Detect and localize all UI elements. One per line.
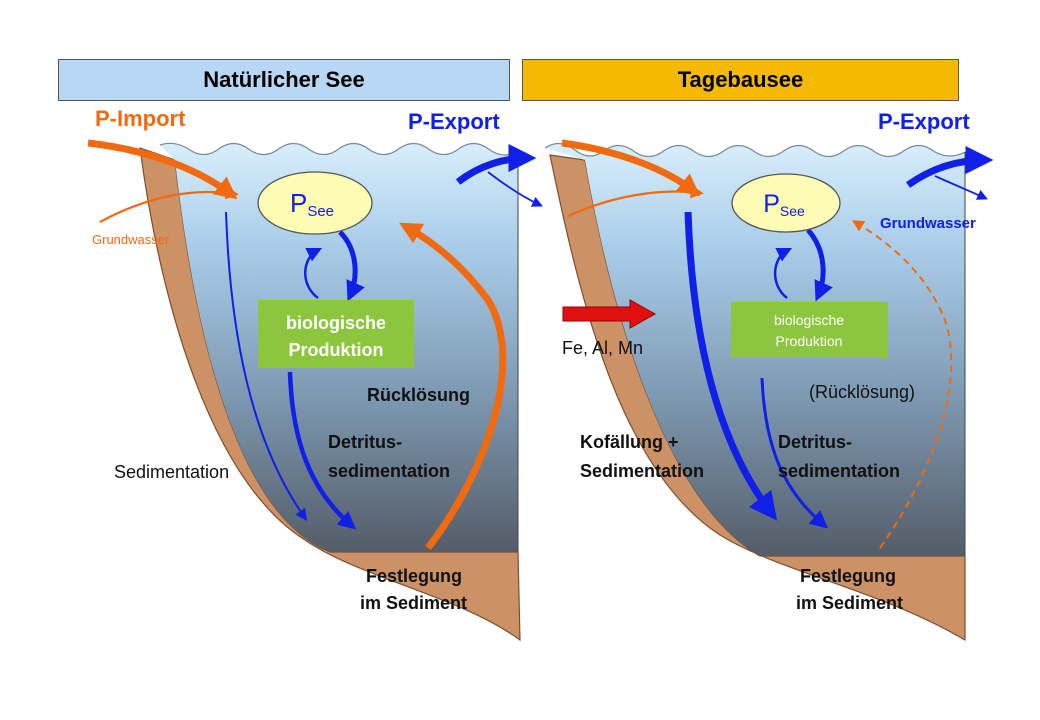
left-cycle-down-arrow bbox=[338, 230, 365, 302]
left-lake: PSee biologische Produktion P-Import Gru… bbox=[87, 106, 543, 642]
fe-al-mn-label: Fe, Al, Mn bbox=[562, 338, 643, 358]
right-ruecklosung-label: (Rücklösung) bbox=[809, 382, 915, 402]
left-p-export-label: P-Export bbox=[408, 109, 500, 134]
fe-al-mn-arrow bbox=[562, 299, 657, 329]
right-festlegung-label-1: Festlegung bbox=[800, 566, 896, 586]
left-bio-line2: Produktion bbox=[289, 340, 384, 360]
right-p-export-arrow bbox=[905, 146, 994, 188]
left-detritus-label-2: sedimentation bbox=[328, 461, 450, 481]
left-p-import-arrow bbox=[87, 139, 238, 200]
right-p-see-main: P bbox=[763, 190, 780, 218]
right-p-import-arrow bbox=[561, 139, 701, 197]
left-sedimentation-label: Sedimentation bbox=[114, 462, 229, 482]
left-bio-line1: biologische bbox=[286, 313, 386, 333]
left-detritus-arrow bbox=[287, 371, 357, 530]
right-ruecklosung-dashed-arrow bbox=[851, 220, 953, 549]
left-p-see-label: PSee bbox=[290, 188, 334, 220]
left-p-export-arrow bbox=[455, 144, 537, 185]
left-ruecklosung-arrow bbox=[399, 222, 507, 551]
left-water-surface bbox=[159, 142, 519, 156]
left-cycle-up-arrow bbox=[304, 247, 323, 300]
left-export-groundwater-arrow bbox=[487, 171, 543, 207]
right-detritus-label-1: Detritus- bbox=[778, 432, 852, 452]
right-cycle-down-arrow bbox=[806, 228, 833, 302]
right-detritus-arrow bbox=[760, 377, 829, 529]
left-detritus-label-1: Detritus- bbox=[328, 432, 402, 452]
right-grundwasser-label: Grundwasser bbox=[880, 215, 976, 232]
right-bio-line2: Produktion bbox=[776, 333, 843, 349]
kofallung-label-1: Kofällung + bbox=[580, 432, 679, 452]
right-p-export-label: P-Export bbox=[878, 109, 970, 134]
right-lake: PSee biologische Produktion P-Export Gru… bbox=[544, 109, 994, 642]
right-detritus-label-2: sedimentation bbox=[778, 461, 900, 481]
right-p-see-sub: See bbox=[780, 203, 805, 219]
right-bio-line1: biologische bbox=[774, 312, 844, 328]
kofallung-label-2: Sedimentation bbox=[580, 461, 704, 481]
right-groundwater-in-arrow bbox=[567, 185, 704, 218]
header-mining-lake: Tagebausee bbox=[522, 59, 959, 101]
left-p-see-main: P bbox=[290, 188, 307, 218]
left-festlegung-label-2: im Sediment bbox=[360, 593, 467, 613]
left-festlegung-label-1: Festlegung bbox=[366, 566, 462, 586]
left-grundwasser-label: Grundwasser bbox=[92, 232, 170, 247]
right-bio-production-box bbox=[731, 302, 888, 358]
right-p-see-ellipse bbox=[731, 173, 841, 233]
right-festlegung-label-2: im Sediment bbox=[796, 593, 903, 613]
right-export-groundwater-arrow bbox=[934, 175, 988, 200]
left-bio-production-box bbox=[258, 300, 414, 368]
right-water-surface bbox=[544, 142, 966, 158]
left-sedimentation-arrow bbox=[225, 211, 308, 521]
header-natural-lake: Natürlicher See bbox=[58, 59, 510, 101]
left-p-import-label: P-Import bbox=[95, 106, 186, 131]
left-p-see-ellipse bbox=[257, 171, 373, 235]
right-cycle-up-arrow bbox=[773, 247, 793, 299]
right-kofallung-arrow bbox=[684, 211, 778, 521]
left-ruecklosung-label: Rücklösung bbox=[367, 385, 470, 405]
right-p-see-label: PSee bbox=[763, 190, 805, 219]
left-groundwater-arrow bbox=[99, 186, 239, 223]
left-p-see-sub: See bbox=[307, 203, 334, 220]
